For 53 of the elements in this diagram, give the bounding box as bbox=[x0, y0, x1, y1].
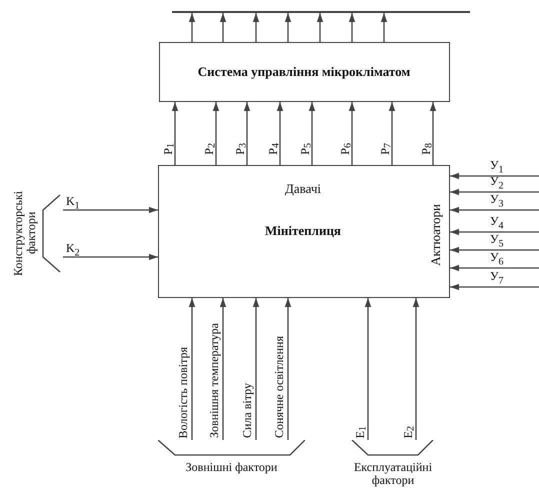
arrow bbox=[348, 102, 356, 165]
arrow bbox=[220, 13, 226, 42]
arrow bbox=[450, 264, 539, 272]
arrow bbox=[63, 206, 158, 214]
arrow bbox=[284, 298, 292, 440]
arrow bbox=[172, 102, 178, 165]
arrow bbox=[430, 102, 436, 165]
edge-label: K$_{1}$ bbox=[66, 195, 80, 212]
edge-label: У$_{4}$ bbox=[490, 215, 504, 232]
edge-label: У$_{6}$ bbox=[490, 251, 504, 268]
control-system-box bbox=[159, 42, 450, 102]
bracket bbox=[12, 190, 63, 276]
group-label: Експлуатаційні фактори bbox=[352, 461, 434, 488]
arrow bbox=[308, 102, 316, 165]
arrow bbox=[252, 13, 260, 42]
edge-label: Сила вітру bbox=[241, 383, 254, 438]
edge-label: У$_{2}$ bbox=[490, 175, 504, 192]
edge-label: У$_{1}$ bbox=[490, 159, 504, 176]
arrow bbox=[450, 228, 539, 236]
arrow bbox=[450, 172, 539, 180]
group-label: Конструкторські фактори bbox=[12, 190, 38, 276]
group-label: Зовнішні фактори bbox=[184, 461, 278, 474]
arrow bbox=[220, 298, 226, 440]
node-title: Система управління мікрокліматом bbox=[196, 65, 412, 80]
arrow bbox=[252, 298, 260, 440]
sensors-text: Давачі bbox=[284, 182, 322, 196]
arrow bbox=[188, 13, 196, 42]
arrow bbox=[388, 102, 396, 165]
arrow bbox=[316, 13, 324, 42]
edge-label: У$_{7}$ bbox=[490, 270, 504, 286]
edge-label: У$_{5}$ bbox=[490, 233, 504, 250]
arrow bbox=[212, 102, 220, 165]
arrow bbox=[348, 13, 356, 42]
arrow bbox=[450, 284, 539, 290]
bus-line bbox=[172, 11, 470, 13]
arrow bbox=[284, 13, 292, 42]
actuators-text: Актюатори bbox=[429, 204, 444, 266]
edge-label: K$_{2}$ bbox=[66, 242, 80, 258]
arrow bbox=[450, 188, 539, 196]
greenhouse-box bbox=[158, 165, 450, 298]
edge-label: Сонячне освітлення bbox=[273, 336, 286, 438]
edge-label: У$_{3}$ bbox=[490, 193, 504, 210]
arrow bbox=[188, 298, 196, 440]
edge-label: Зовнішня температура bbox=[208, 323, 222, 438]
arrow bbox=[412, 298, 420, 440]
edge-label: Вологість повітря bbox=[177, 346, 190, 438]
arrow bbox=[450, 206, 539, 214]
arrow bbox=[276, 102, 284, 165]
arrow bbox=[244, 102, 250, 165]
arrow bbox=[380, 13, 388, 42]
arrow bbox=[364, 298, 372, 440]
arrow bbox=[63, 254, 158, 260]
arrow bbox=[450, 246, 539, 254]
